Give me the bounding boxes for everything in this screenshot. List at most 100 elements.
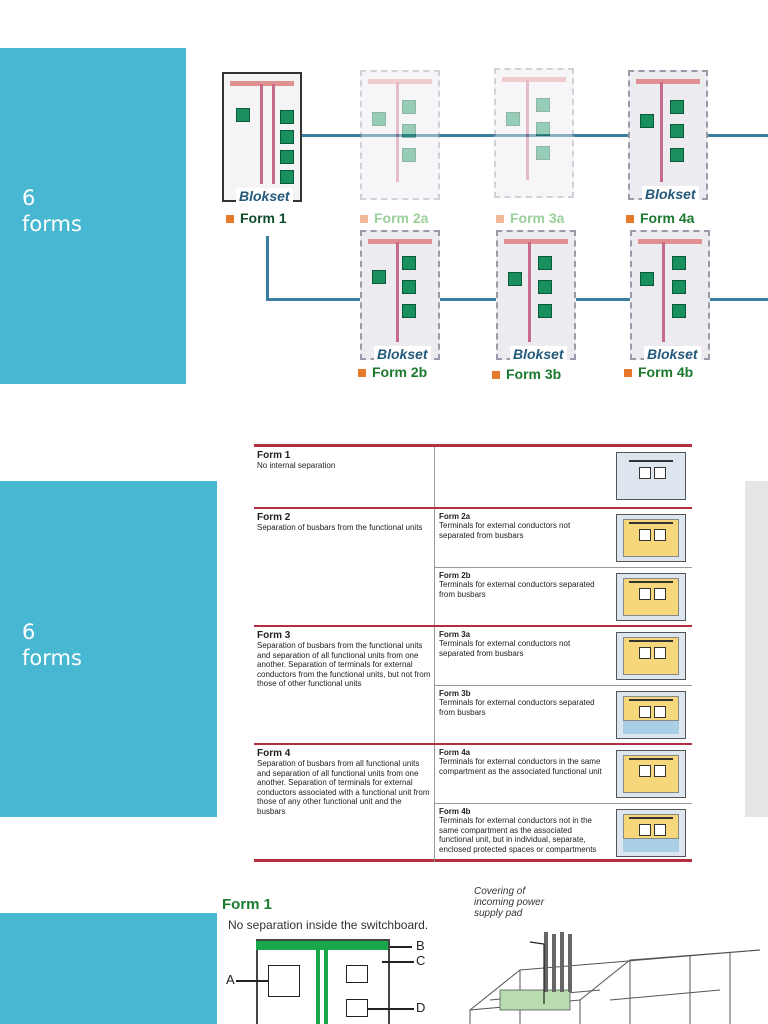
- busbar: [256, 941, 388, 950]
- table-row-form2: Form 2 Separation of busbars from the fu…: [254, 507, 692, 625]
- unit-box: [508, 272, 522, 286]
- form-subdesc: Terminals for external conductors in the…: [439, 757, 602, 776]
- form4b-diagram-icon: [616, 809, 686, 857]
- unit-box: [670, 124, 684, 138]
- covering-note: Covering of incoming power supply pad: [474, 886, 545, 919]
- blokset-label: Blokset: [374, 346, 431, 362]
- form-subtitle: Form 3a: [439, 630, 471, 639]
- label-a: A: [226, 972, 235, 987]
- label-b: B: [416, 938, 425, 953]
- functional-unit-box: [268, 965, 300, 997]
- form-desc: Separation of busbars from the functiona…: [257, 641, 431, 688]
- unit-box: [402, 148, 416, 162]
- side-panel-word: forms: [22, 646, 82, 670]
- form1-label: Form 1: [226, 210, 287, 226]
- unit-box: [402, 256, 416, 270]
- form3a-label: Form 3a: [496, 210, 564, 226]
- form-subdesc: Terminals for external conductors separa…: [439, 698, 595, 717]
- form4b-card: Blokset: [630, 230, 710, 362]
- forms-table: Form 1 No internal separation Form 2 Sep…: [254, 444, 692, 862]
- unit-box: [672, 304, 686, 318]
- form1-card: Blokset: [222, 72, 302, 204]
- form2a-label: Form 2a: [360, 210, 428, 226]
- unit-box: [280, 150, 294, 164]
- form-subtitle: Form 2a: [439, 512, 471, 521]
- connector-line: [266, 236, 269, 298]
- table-row-form3: Form 3 Separation of busbars from the fu…: [254, 625, 692, 743]
- unit-box: [670, 148, 684, 162]
- unit-box: [402, 280, 416, 294]
- form-subtitle: Form 2b: [439, 571, 471, 580]
- form2b-diagram-icon: [616, 573, 686, 621]
- form-desc: No internal separation: [257, 461, 336, 470]
- unit-box: [672, 256, 686, 270]
- unit-box: [670, 100, 684, 114]
- form-subdesc: Terminals for external conductors separa…: [439, 580, 595, 599]
- form-subtitle: Form 4a: [439, 748, 471, 757]
- form-subdesc: Terminals for external conductors not se…: [439, 639, 571, 658]
- functional-unit-box: [346, 965, 368, 983]
- unit-box: [506, 112, 520, 126]
- form-title: Form 1: [257, 450, 291, 461]
- side-panel-word: forms: [22, 212, 82, 236]
- form3a-diagram-icon: [616, 632, 686, 680]
- form4a-diagram-icon: [616, 750, 686, 798]
- table-row-form4: Form 4 Separation of busbars from all fu…: [254, 743, 692, 862]
- form3a-card: [494, 68, 574, 198]
- blokset-label: Blokset: [510, 346, 567, 362]
- form3b-card: Blokset: [496, 230, 576, 362]
- unit-box: [536, 146, 550, 160]
- functional-unit-box: [346, 999, 368, 1017]
- form2b-card: Blokset: [360, 230, 440, 362]
- unit-box: [640, 114, 654, 128]
- form-subtitle: Form 3b: [439, 689, 471, 698]
- form1-subheading: No separation inside the switchboard.: [228, 918, 429, 932]
- form3b-diagram-icon: [616, 691, 686, 739]
- unit-box: [280, 130, 294, 144]
- form1-diagram-icon: [616, 452, 686, 500]
- switchboard-illustration: [469, 932, 761, 1024]
- unit-box: [536, 98, 550, 112]
- unit-box: [280, 170, 294, 184]
- form-title: Form 2: [257, 512, 291, 523]
- form4b-label: Form 4b: [624, 364, 693, 380]
- form-subdesc: Terminals for external conductors not se…: [439, 521, 571, 540]
- unit-box: [538, 304, 552, 318]
- form-subtitle: Form 4b: [439, 807, 471, 816]
- form-desc: Separation of busbars from the functiona…: [257, 523, 423, 532]
- blokset-label: Blokset: [642, 186, 699, 202]
- side-panel-number: 6: [22, 186, 36, 210]
- unit-box: [538, 280, 552, 294]
- connector-line: [290, 134, 768, 137]
- side-panel-2: 6 forms: [0, 481, 217, 817]
- form1-heading: Form 1: [222, 896, 273, 913]
- unit-box: [536, 122, 550, 136]
- side-panel-1: 6 forms: [0, 48, 186, 384]
- unit-box: [402, 100, 416, 114]
- unit-box: [372, 112, 386, 126]
- form2a-card: [360, 70, 440, 200]
- table-row-form1: Form 1 No internal separation: [254, 447, 692, 507]
- grey-strip: [745, 481, 768, 817]
- form-subdesc: Terminals for external conductors not in…: [439, 816, 597, 854]
- side-panel-3: [0, 913, 217, 1024]
- unit-box: [640, 272, 654, 286]
- form2b-label: Form 2b: [358, 364, 427, 380]
- form1-schematic: A B C D: [222, 935, 442, 1024]
- unit-box: [538, 256, 552, 270]
- unit-box: [236, 108, 250, 122]
- form-title: Form 3: [257, 630, 291, 641]
- label-d: D: [416, 1000, 426, 1015]
- label-c: C: [416, 953, 426, 968]
- side-panel-number: 6: [22, 620, 36, 644]
- unit-box: [672, 280, 686, 294]
- blokset-label: Blokset: [236, 188, 293, 204]
- form4a-label: Form 4a: [626, 210, 694, 226]
- unit-box: [402, 304, 416, 318]
- unit-box: [372, 270, 386, 284]
- form3b-label: Form 3b: [492, 366, 561, 382]
- form-title: Form 4: [257, 748, 291, 759]
- form-desc: Separation of busbars from all functiona…: [257, 759, 430, 816]
- form4a-card: Blokset: [628, 70, 708, 202]
- forms-diagram: Blokset Form 1 Form 2a Form 3a Blokset F…: [210, 60, 768, 390]
